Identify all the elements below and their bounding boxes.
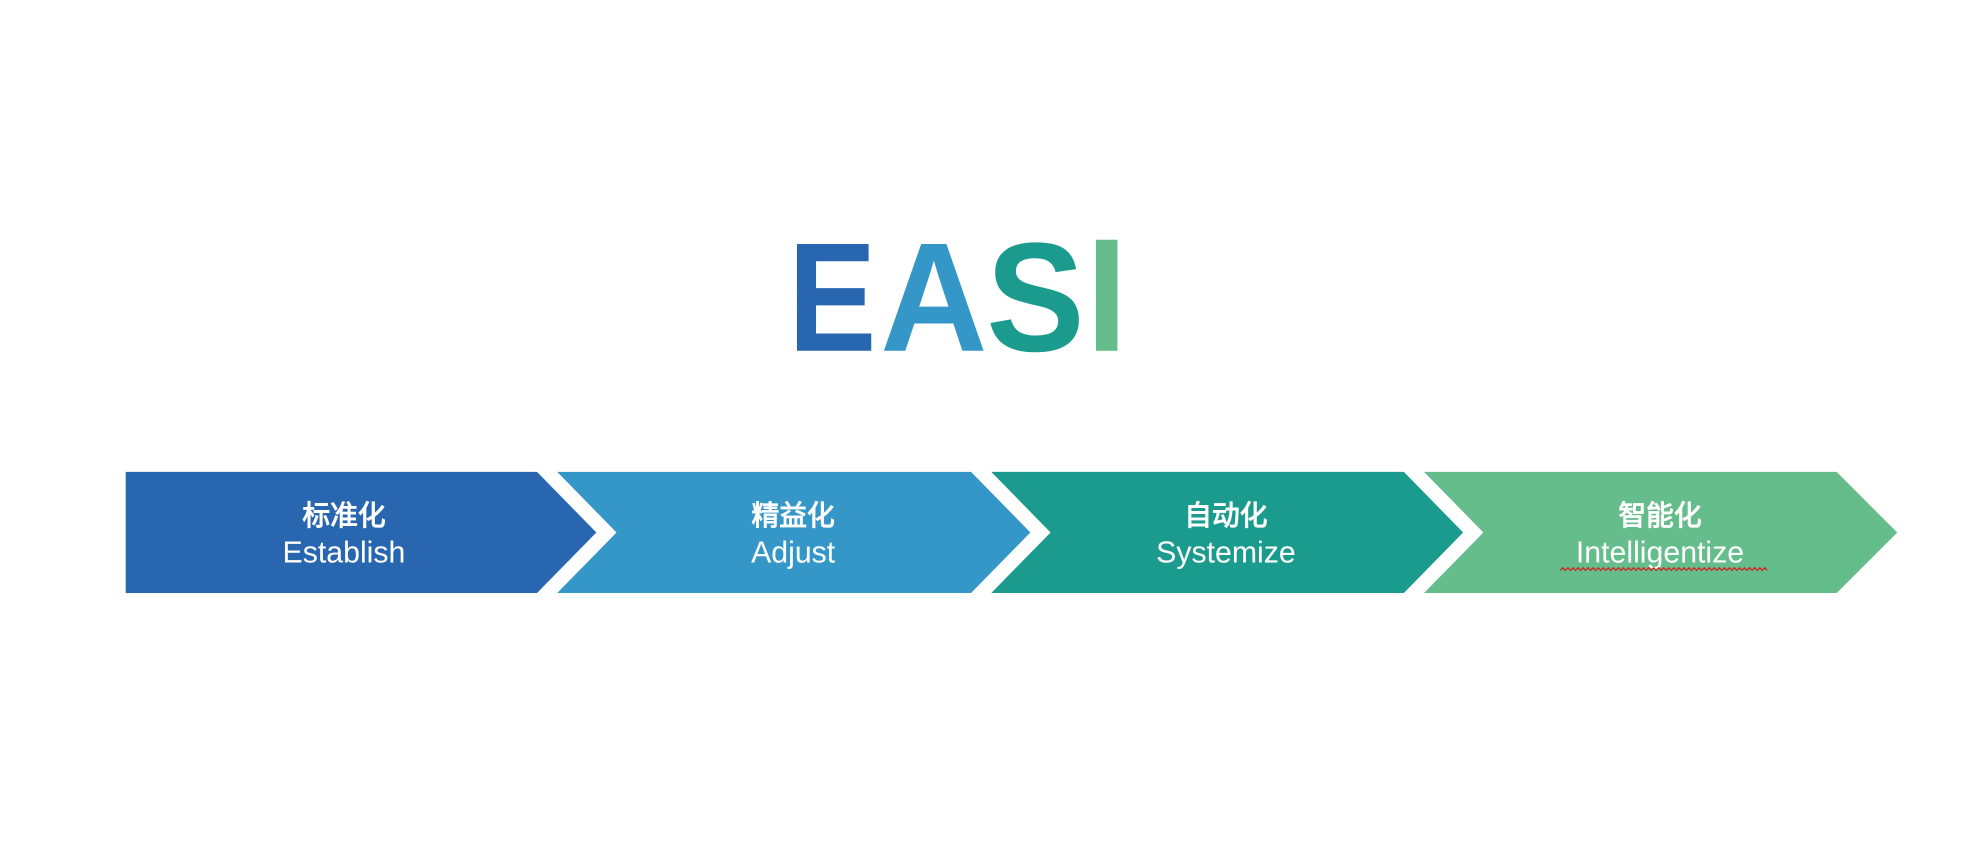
title-letter-i — [1095, 239, 1118, 351]
step-systemize: 自动化 Systemize — [991, 471, 1464, 594]
step-label-zh: 自动化 — [1184, 499, 1268, 532]
step-label-en: Establish — [283, 537, 406, 570]
step-establish: 标准化 Establish — [125, 471, 597, 594]
easi-title: E A S — [788, 211, 1118, 384]
title-letter-s: S — [986, 211, 1084, 384]
step-label-en: Adjust — [751, 537, 836, 570]
chevron-arrow — [125, 471, 597, 594]
step-intelligentize: 智能化 Intelligentize — [1424, 471, 1898, 594]
step-label-zh: 智能化 — [1618, 499, 1701, 532]
title-letter-e: E — [788, 211, 876, 384]
chevron-arrow — [557, 471, 1031, 594]
step-label-en: Intelligentize — [1576, 537, 1744, 570]
step-adjust: 精益化 Adjust — [557, 471, 1031, 594]
step-label-en: Systemize — [1156, 537, 1296, 570]
spellcheck-squiggle — [1559, 566, 1768, 572]
title-letter-a: A — [880, 211, 987, 384]
chevron-arrow — [1424, 471, 1898, 594]
step-label-zh: 标准化 — [302, 499, 386, 532]
chevron-arrow — [991, 471, 1464, 594]
step-label-zh: 精益化 — [752, 499, 836, 532]
